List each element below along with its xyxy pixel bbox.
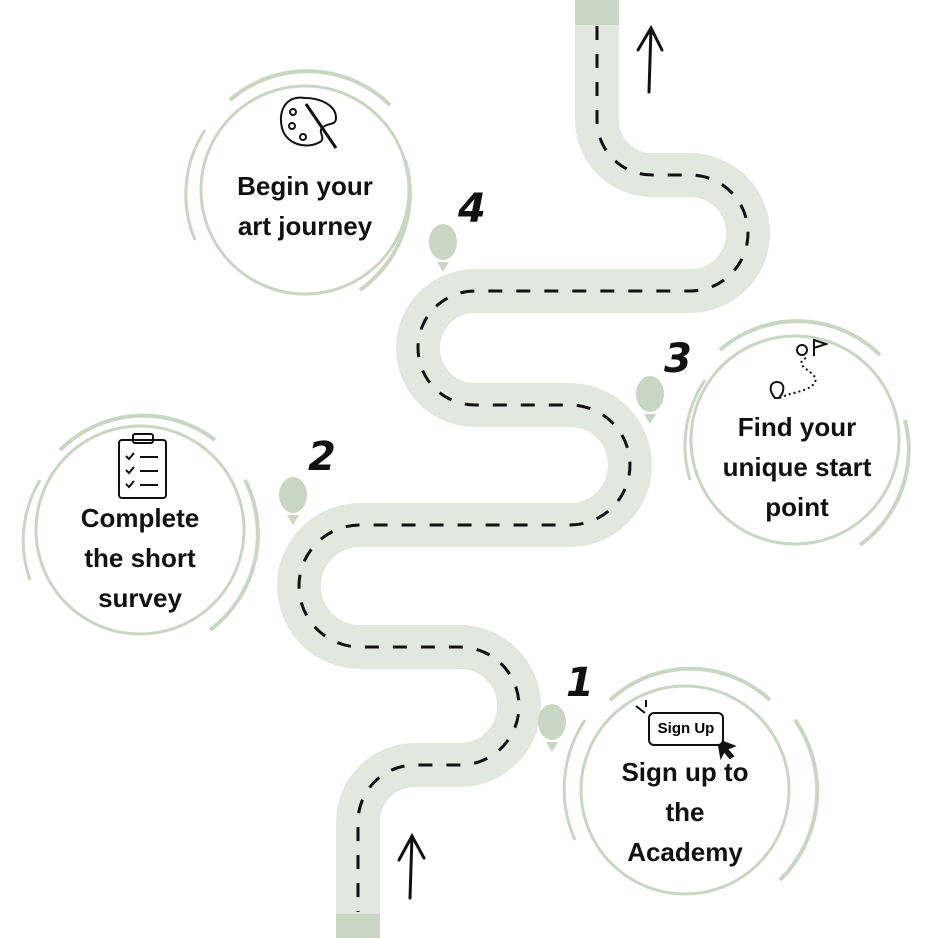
step-3-line: Find your — [737, 412, 857, 442]
step-1-title: Sign up to the Academy — [590, 752, 780, 872]
step-1-line: the — [665, 797, 705, 827]
step-4-title: Begin your art journey — [205, 166, 405, 246]
road-end-cap-top — [575, 0, 619, 25]
step-2-title: Complete the short survey — [45, 498, 235, 618]
step-2-line: survey — [98, 583, 182, 613]
cursor-click-icon — [635, 700, 737, 761]
sign-up-icon-label: Sign Up — [657, 720, 715, 737]
paint-palette-icon — [280, 96, 338, 149]
step-1-line: Sign up to — [621, 757, 749, 787]
map-pin-2 — [279, 477, 307, 525]
road-end-cap-bottom — [336, 914, 380, 938]
step-4-line: Begin your — [237, 171, 373, 201]
step-2-line: Complete — [80, 503, 200, 533]
step-1-circle — [562, 666, 820, 896]
map-pin-1 — [538, 704, 566, 752]
step-1-line: Academy — [627, 837, 743, 867]
step-2-circle — [21, 413, 260, 636]
step-3-circle — [683, 319, 911, 547]
step-number-4: 4 — [458, 186, 486, 232]
step-3-line: unique start — [722, 452, 872, 482]
step-number-3: 3 — [664, 336, 692, 382]
step-4-line: art journey — [237, 211, 373, 241]
step-2-line: the short — [84, 543, 196, 573]
step-number-2: 2 — [308, 434, 336, 480]
map-pin-3 — [636, 376, 664, 424]
step-4-circle — [184, 69, 412, 296]
sign-up-button-icon: Sign Up — [648, 712, 724, 746]
map-pin-4 — [429, 224, 457, 272]
arrow-up-icon — [397, 832, 426, 900]
arrow-up-icon — [636, 24, 664, 94]
route-map-icon — [769, 338, 830, 399]
step-3-title: Find your unique start point — [697, 407, 897, 527]
road-centerline — [297, 26, 750, 912]
step-3-line: point — [765, 492, 829, 522]
step-number-1: 1 — [566, 660, 594, 706]
clipboard-checklist-icon — [118, 433, 167, 499]
